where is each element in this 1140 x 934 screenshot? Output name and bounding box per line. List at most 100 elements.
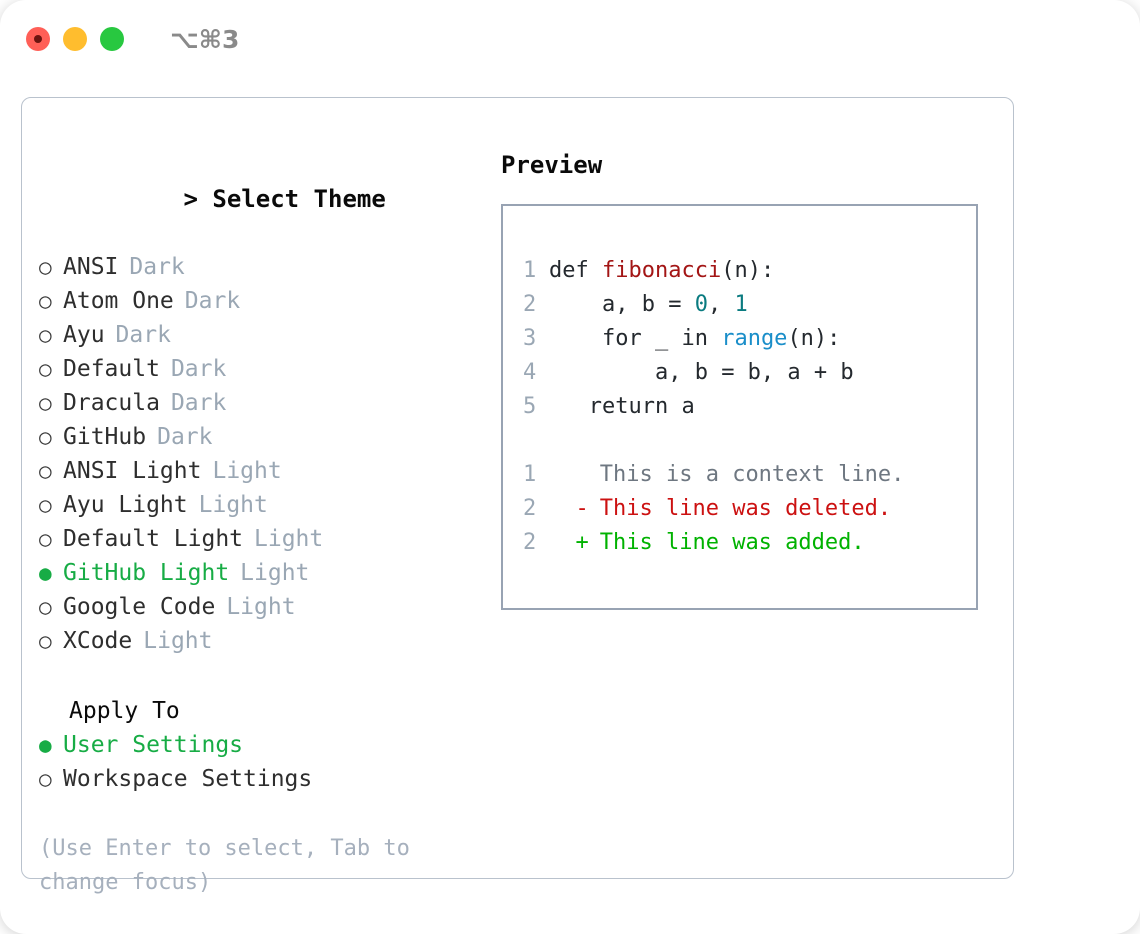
radio-unselected-icon: ○: [39, 459, 52, 483]
close-button[interactable]: [26, 27, 50, 51]
preview-box: 1 def fibonacci (n): 2 a, b = 0, 1 3 for _ i…: [501, 204, 978, 610]
code-preview: 1 def fibonacci (n): 2 a, b = 0, 1 3 for _ i…: [523, 254, 976, 424]
theme-list-item[interactable]: ○ GitHub Dark: [39, 420, 494, 454]
theme-kind-badge: Dark: [170, 356, 227, 382]
apply-to-option[interactable]: ○Workspace Settings: [39, 762, 494, 796]
apply-to-label: User Settings: [63, 732, 244, 758]
theme-name: GitHub: [63, 424, 147, 450]
diff-marker: -: [575, 496, 589, 521]
line-number: 2: [523, 530, 537, 555]
apply-to-option[interactable]: ● User Settings: [39, 728, 494, 762]
code-line: 4 a, b = b, a + b: [523, 356, 976, 390]
radio-unselected-icon: ○: [39, 255, 52, 279]
code-token: ,: [707, 292, 735, 317]
line-number: 4: [523, 360, 537, 385]
code-line: 2 a, b = 0, 1: [523, 288, 976, 322]
code-token: 0: [694, 292, 708, 317]
theme-name: Dracula: [63, 390, 160, 416]
keyboard-shortcut-label: ⌥⌘3: [170, 24, 240, 54]
select-theme-title: Select Theme: [212, 185, 386, 213]
theme-kind-badge: Dark: [157, 424, 213, 450]
line-number: 5: [523, 394, 537, 419]
select-theme-header: > Select Theme: [39, 148, 494, 250]
radio-selected-icon: ●: [39, 733, 52, 757]
theme-kind-badge: Dark: [184, 288, 241, 314]
diff-pad: [549, 492, 576, 526]
apply-to-section: Apply To ● User Settings ○Workspace Settin…: [39, 694, 494, 796]
diff-text: This is a context line.: [586, 462, 905, 487]
line-number: 3: [523, 326, 537, 351]
radio-unselected-icon: ○: [39, 595, 52, 619]
theme-name: Google Code: [63, 594, 216, 620]
theme-name: XCode: [63, 628, 133, 654]
diff-line: 1 This is a context line.: [523, 458, 976, 492]
code-line: 5 return a: [523, 390, 976, 424]
code-token: for _ in: [601, 326, 722, 351]
apply-to-options: ● User Settings ○Workspace Settings: [39, 728, 494, 796]
maximize-button[interactable]: [100, 27, 124, 51]
diff-marker: [576, 458, 587, 492]
minimize-button[interactable]: [63, 27, 87, 51]
hint-text: (Use Enter to select, Tab to change focu…: [39, 836, 410, 895]
code-token: 1: [734, 292, 748, 317]
code-indent: [549, 356, 655, 390]
diff-text: This line was added.: [586, 530, 865, 555]
code-token: return a: [588, 394, 695, 419]
diff-marker: +: [575, 530, 589, 555]
theme-name: Ayu Light: [63, 492, 188, 518]
theme-list-item[interactable]: ○ Default Dark: [39, 352, 494, 386]
code-token: (n):: [787, 326, 841, 351]
diff-line: 2 + This line was added.: [523, 526, 976, 560]
radio-unselected-icon: ○: [39, 289, 52, 313]
caret-icon: >: [183, 185, 198, 213]
code-token: a, b =: [601, 292, 695, 317]
theme-kind-badge: Light: [198, 492, 268, 518]
diff-pad: [549, 458, 576, 492]
line-number: 2: [523, 496, 537, 521]
code-indent: [549, 322, 602, 356]
line-number: 1: [523, 258, 537, 283]
diff-pad: [549, 526, 576, 560]
window-controls: [26, 27, 124, 51]
apply-to-header: Apply To: [69, 698, 180, 724]
radio-unselected-icon: ○: [39, 493, 52, 517]
theme-kind-badge: Dark: [170, 390, 227, 416]
line-number: 2: [523, 292, 537, 317]
code-indent: [549, 288, 602, 322]
theme-list-item[interactable]: ○ Ayu Light Light: [39, 488, 494, 522]
code-token: range: [721, 326, 788, 351]
title-bar: ⌥⌘3: [0, 0, 1140, 78]
radio-unselected-icon: ○: [39, 527, 52, 551]
code-token: def: [549, 258, 602, 283]
line-number: 1: [523, 462, 537, 487]
code-spacer: [523, 424, 976, 458]
theme-name: ANSI: [63, 254, 119, 280]
preview-pane: Preview 1 def fibonacci (n): 2 a, b = 0, 1 3…: [501, 148, 991, 610]
theme-name: Default: [63, 356, 160, 382]
theme-kind-badge: Dark: [115, 322, 171, 348]
preview-title: Preview: [501, 151, 603, 179]
radio-unselected-icon: ○: [39, 357, 52, 381]
theme-kind-badge: Light: [143, 628, 213, 654]
code-indent: [549, 390, 589, 424]
radio-unselected-icon: ○: [39, 425, 52, 449]
theme-name: Default Light: [63, 526, 244, 552]
theme-name: Ayu: [63, 322, 105, 348]
code-token: fibonacci: [601, 258, 722, 283]
radio-unselected-icon: ○: [39, 767, 52, 791]
